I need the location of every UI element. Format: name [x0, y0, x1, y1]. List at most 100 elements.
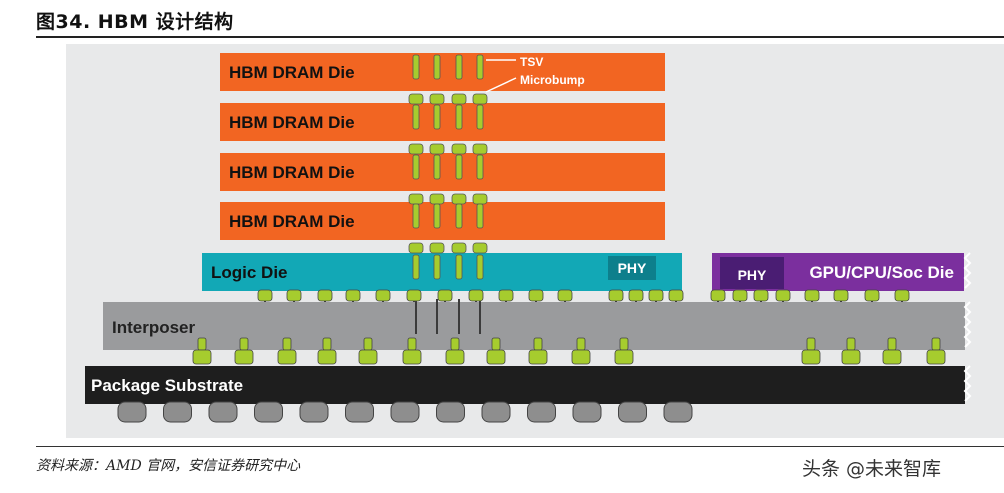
tsv: [455, 254, 463, 280]
tsv: [476, 203, 484, 229]
cutaway-edges: [963, 252, 972, 402]
solder-ball: [436, 401, 465, 423]
c4-bump-post: [282, 337, 292, 351]
microbump: [317, 289, 333, 302]
c4-bump-post: [491, 337, 501, 351]
solder-ball: [163, 401, 192, 423]
solder-ball: [663, 401, 693, 423]
tsv: [455, 154, 463, 180]
figure-header: 图34. HBM 设计结构: [0, 0, 1004, 40]
microbump-leader-line: [485, 77, 517, 93]
microbump: [451, 193, 467, 205]
microbump: [804, 289, 820, 302]
c4-bump-post: [931, 337, 941, 351]
microbump: [833, 289, 849, 302]
microbump: [451, 242, 467, 254]
logic-die-label: Logic Die: [211, 263, 288, 282]
tsv: [455, 104, 463, 130]
solder-ball: [345, 401, 374, 423]
tsv: [433, 203, 441, 229]
microbump: [257, 289, 273, 302]
microbump: [408, 242, 424, 254]
c4-bump: [528, 349, 548, 365]
tsv: [412, 154, 420, 180]
hbm-dram-die: [220, 153, 665, 191]
microbump: [429, 143, 445, 155]
microbump: [408, 193, 424, 205]
c4-bump: [841, 349, 861, 365]
solder-ball: [481, 401, 511, 423]
microbump: [375, 289, 391, 302]
tsv: [433, 154, 441, 180]
interconnect-bumps: [192, 289, 946, 365]
solder-ball: [572, 401, 602, 423]
microbump: [710, 289, 726, 302]
microbump: [408, 93, 424, 105]
microbump: [472, 193, 488, 205]
c4-bump: [317, 349, 337, 365]
logic-die: [202, 253, 682, 291]
solder-balls: [117, 401, 693, 423]
hbm-dram-die-label: HBM DRAM Die: [229, 163, 355, 182]
jagged-edge: [963, 365, 972, 402]
c4-bump: [445, 349, 465, 365]
footer-divider: [36, 446, 1004, 447]
microbump: [429, 193, 445, 205]
logic-phy-label: PHY: [618, 260, 647, 276]
c4-bump-post: [806, 337, 816, 351]
hbm-dram-die-label: HBM DRAM Die: [229, 212, 355, 231]
microbump: [628, 289, 644, 302]
microbump: [528, 289, 544, 302]
c4-bump-post: [846, 337, 856, 351]
c4-bump-post: [322, 337, 332, 351]
c4-bump: [277, 349, 297, 365]
hbm-dram-die: [220, 202, 665, 240]
tsv: [412, 203, 420, 229]
c4-bump-post: [533, 337, 543, 351]
microbump: [668, 289, 684, 302]
tsv: [476, 154, 484, 180]
tsv: [412, 254, 420, 280]
figure-title: 图34. HBM 设计结构: [36, 11, 234, 33]
microbump: [472, 242, 488, 254]
c4-bump-post: [619, 337, 629, 351]
tsv: [476, 254, 484, 280]
microbump-label: Microbump: [520, 73, 585, 87]
c4-bump: [486, 349, 506, 365]
jagged-edge: [963, 301, 972, 348]
microbump: [451, 93, 467, 105]
microbump: [472, 143, 488, 155]
microbump: [557, 289, 573, 302]
microbump: [894, 289, 910, 302]
diagram-panel: Interposer Package Substrate HBM DRAM Di…: [66, 44, 1004, 438]
c4-bump-post: [363, 337, 373, 351]
tsv: [476, 54, 484, 80]
c4-bump-post: [407, 337, 417, 351]
solder-ball: [117, 401, 147, 423]
c4-bump-post: [239, 337, 249, 351]
microbump: [286, 289, 302, 302]
microbump: [498, 289, 514, 302]
tsv: [412, 104, 420, 130]
c4-bump-post: [197, 337, 207, 351]
c4-bump-post: [450, 337, 460, 351]
soc-die-label: GPU/CPU/Soc Die: [809, 263, 954, 282]
hbm-structure-diagram: Interposer Package Substrate HBM DRAM Di…: [85, 53, 972, 423]
solder-ball: [390, 401, 420, 423]
c4-bump-post: [576, 337, 586, 351]
microbump: [451, 143, 467, 155]
source-note: 资料来源：AMD 官网，安信证券研究中心: [36, 458, 301, 474]
hbm-dram-die: [220, 53, 665, 91]
solder-ball: [299, 401, 329, 423]
tsv-stack: [408, 54, 488, 334]
microbump: [429, 93, 445, 105]
c4-bump: [192, 349, 212, 365]
tsv: [412, 54, 420, 80]
microbump: [753, 289, 769, 302]
tsv: [476, 104, 484, 130]
microbump: [775, 289, 791, 302]
microbump: [864, 289, 880, 302]
package-substrate-layer: [85, 366, 965, 404]
c4-bump: [402, 349, 422, 365]
hbm-dram-die: [220, 103, 665, 141]
